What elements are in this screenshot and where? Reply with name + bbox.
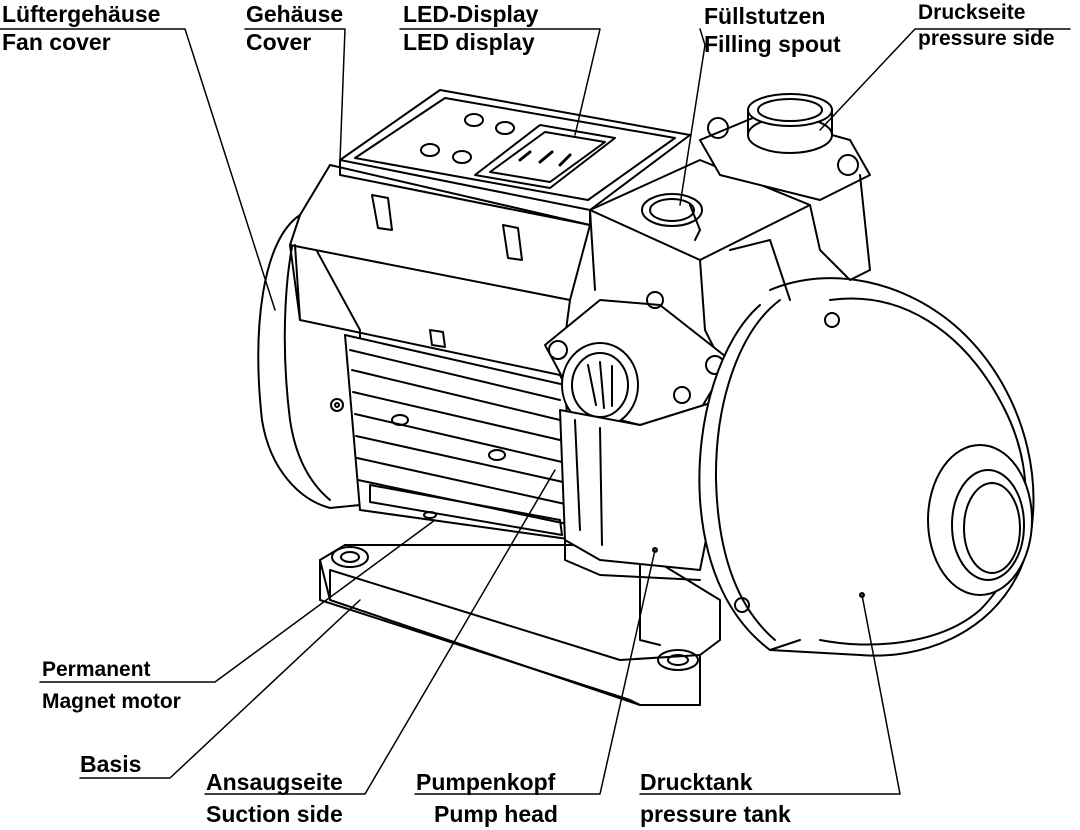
motor-body	[344, 334, 576, 541]
leader-suction-side	[204, 469, 556, 795]
label-basis-de: Basis	[80, 751, 142, 777]
label-cover-de: Gehäuse	[246, 1, 344, 27]
label-suction-side-de: Ansaugseite	[206, 769, 343, 795]
base-plate	[319, 544, 721, 706]
leader-pressure-side	[819, 28, 1071, 131]
label-pressure-tank: Drucktank pressure tank	[640, 766, 791, 830]
suction-inlet	[544, 291, 731, 428]
label-cover-en: Cover	[246, 29, 312, 55]
fan-cover-shape	[257, 214, 361, 509]
label-suction-side: Ansaugseite Suction side	[206, 766, 343, 830]
filling-spout-shape	[589, 159, 811, 361]
leader-lines	[0, 28, 1071, 795]
pressure-tank-shape	[698, 277, 1035, 657]
label-led-display-en: LED display	[403, 29, 535, 55]
leader-led-display	[399, 28, 601, 136]
label-basis: Basis	[80, 750, 141, 778]
label-pump-head-de: Pumpenkopf	[416, 769, 556, 795]
pump-head-shape	[559, 399, 721, 581]
label-fan-cover: Lüftergehäuse Fan cover	[2, 0, 160, 56]
label-fan-cover-de: Lüftergehäuse	[2, 1, 161, 27]
label-motor-de: Permanent	[42, 658, 151, 681]
leader-basis	[79, 599, 361, 779]
pressure-outlet	[699, 93, 871, 301]
label-pressure-tank-en: pressure tank	[640, 801, 791, 827]
leader-motor	[39, 519, 436, 683]
label-pressure-side-en: pressure side	[918, 27, 1055, 50]
control-panel	[339, 89, 691, 226]
label-suction-side-en: Suction side	[206, 801, 343, 827]
label-motor-en: Magnet motor	[42, 690, 181, 713]
label-pump-head-en: Pump head	[434, 801, 558, 827]
leader-filling-spout	[679, 28, 706, 206]
leader-cover	[244, 28, 346, 161]
label-pressure-side-de: Druckseite	[918, 1, 1026, 24]
label-fan-cover-en: Fan cover	[2, 29, 111, 55]
label-led-display: LED-Display LED display	[403, 0, 538, 56]
label-motor: Permanent Magnet motor	[42, 654, 181, 718]
label-filling-spout: Füllstutzen Filling spout	[704, 2, 841, 58]
label-filling-spout-en: Filling spout	[704, 31, 841, 57]
label-led-display-de: LED-Display	[403, 1, 539, 27]
label-pressure-tank-de: Drucktank	[640, 769, 753, 795]
label-pump-head: Pumpenkopf Pump head	[416, 766, 558, 830]
leader-pressure-tank	[639, 594, 901, 795]
label-filling-spout-de: Füllstutzen	[704, 3, 826, 29]
label-pressure-side: Druckseite pressure side	[918, 0, 1055, 52]
leader-pump-head	[414, 549, 656, 795]
leader-fan-cover	[0, 28, 276, 311]
label-cover: Gehäuse Cover	[246, 0, 343, 56]
